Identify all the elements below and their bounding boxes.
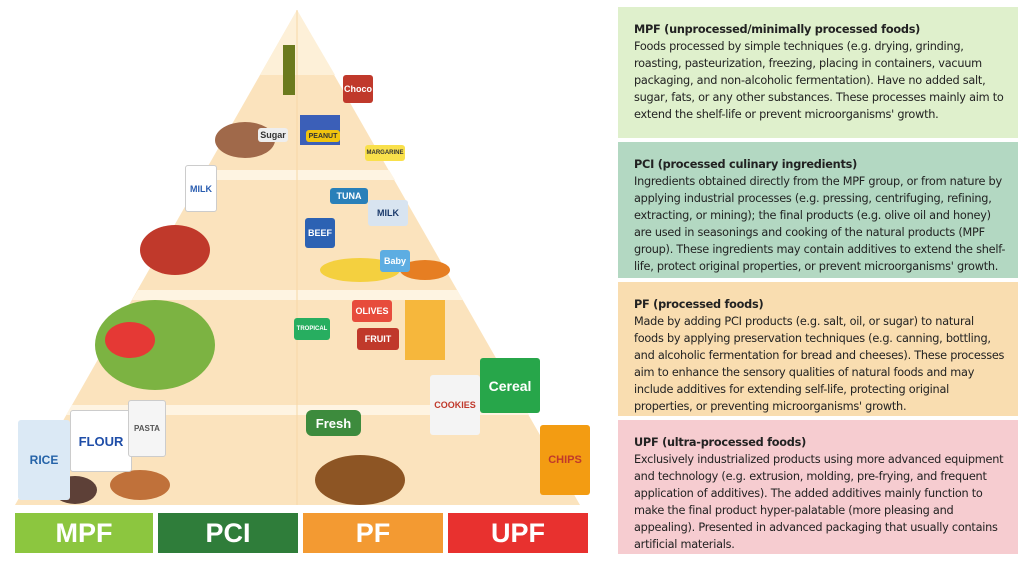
sausage-illustration [400, 260, 450, 280]
tropical-can: TROPICAL [294, 318, 330, 340]
mpf-title: MPF (unprocessed/minimally processed foo… [634, 23, 921, 36]
mpf-text: Foods processed by simple techniques (e.… [634, 40, 1004, 121]
label-pci: PCI [158, 513, 298, 553]
baby-food-jar: Baby [380, 250, 410, 272]
fruit-can: FRUIT [357, 328, 399, 350]
cookies-package: COOKIES [430, 375, 480, 435]
peanut-label: PEANUT [306, 130, 340, 142]
label-upf: UPF [448, 513, 588, 553]
pf-text: Made by adding PCI products (e.g. salt, … [634, 315, 1005, 413]
label-pf: PF [303, 513, 443, 553]
milk-jug: MILK [185, 165, 217, 212]
flour-package: FLOUR [70, 410, 132, 472]
olives-can: OLIVES [352, 300, 392, 322]
cereal-box: Cereal [480, 358, 540, 413]
upf-description: UPF (ultra-processed foods) Exclusively … [618, 420, 1018, 554]
apples-illustration [105, 322, 155, 358]
pf-description: PF (processed foods) Made by adding PCI … [618, 282, 1018, 416]
chips-bag: CHIPS [540, 425, 590, 495]
meat-illustration [140, 225, 210, 275]
pci-text: Ingredients obtained directly from the M… [634, 175, 1006, 273]
choco-package: Choco [343, 75, 373, 103]
juice-carton-illustration [405, 300, 445, 360]
margarine-package: MARGARINE [365, 145, 405, 161]
tuna-can: TUNA [330, 188, 368, 204]
fresh-sign: Fresh [306, 410, 361, 436]
rice-package: RICE [18, 420, 70, 500]
mpf-description: MPF (unprocessed/minimally processed foo… [618, 7, 1018, 138]
pasta-package: PASTA [128, 400, 166, 457]
label-mpf: MPF [15, 513, 153, 553]
pci-description: PCI (processed culinary ingredients) Ing… [618, 142, 1018, 278]
milk-carton: MILK [368, 200, 408, 226]
pf-title: PF (processed foods) [634, 298, 764, 311]
upf-text: Exclusively industrialized products usin… [634, 453, 1004, 551]
potatoes-illustration [110, 470, 170, 500]
pci-title: PCI (processed culinary ingredients) [634, 158, 857, 171]
sugar-package: Sugar [258, 128, 288, 142]
oil-bottle-illustration [283, 45, 295, 95]
upf-title: UPF (ultra-processed foods) [634, 436, 807, 449]
bread-illustration [315, 455, 405, 505]
beef-can: BEEF [305, 218, 335, 248]
